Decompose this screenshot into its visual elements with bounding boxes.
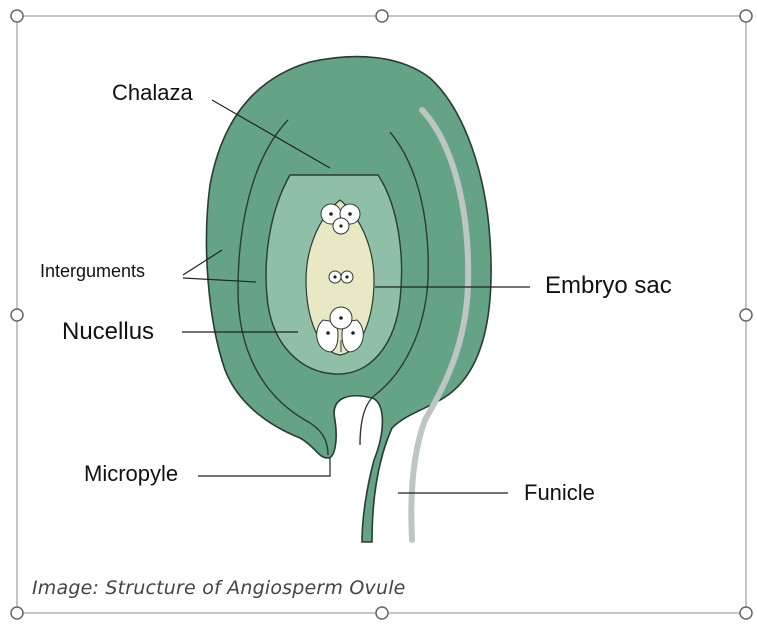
label-integuments: Interguments — [40, 261, 145, 282]
resize-handle-left[interactable] — [11, 309, 23, 321]
resize-handle-top-left[interactable] — [11, 10, 23, 22]
label-nucellus: Nucellus — [62, 318, 154, 346]
resize-handle-bottom-right[interactable] — [740, 607, 752, 619]
label-embryo-sac: Embryo sac — [545, 272, 672, 300]
label-funicle: Funicle — [524, 480, 595, 506]
resize-handle-right[interactable] — [740, 309, 752, 321]
resize-handle-bottom[interactable] — [376, 607, 388, 619]
micropyle-leader — [198, 458, 330, 476]
resize-handle-top[interactable] — [376, 10, 388, 22]
label-chalaza: Chalaza — [112, 80, 193, 106]
resize-handle-bottom-left[interactable] — [11, 607, 23, 619]
label-micropyle: Micropyle — [84, 461, 178, 487]
figure-caption: Image: Structure of Angiosperm Ovule — [32, 577, 406, 599]
resize-handle-top-right[interactable] — [740, 10, 752, 22]
